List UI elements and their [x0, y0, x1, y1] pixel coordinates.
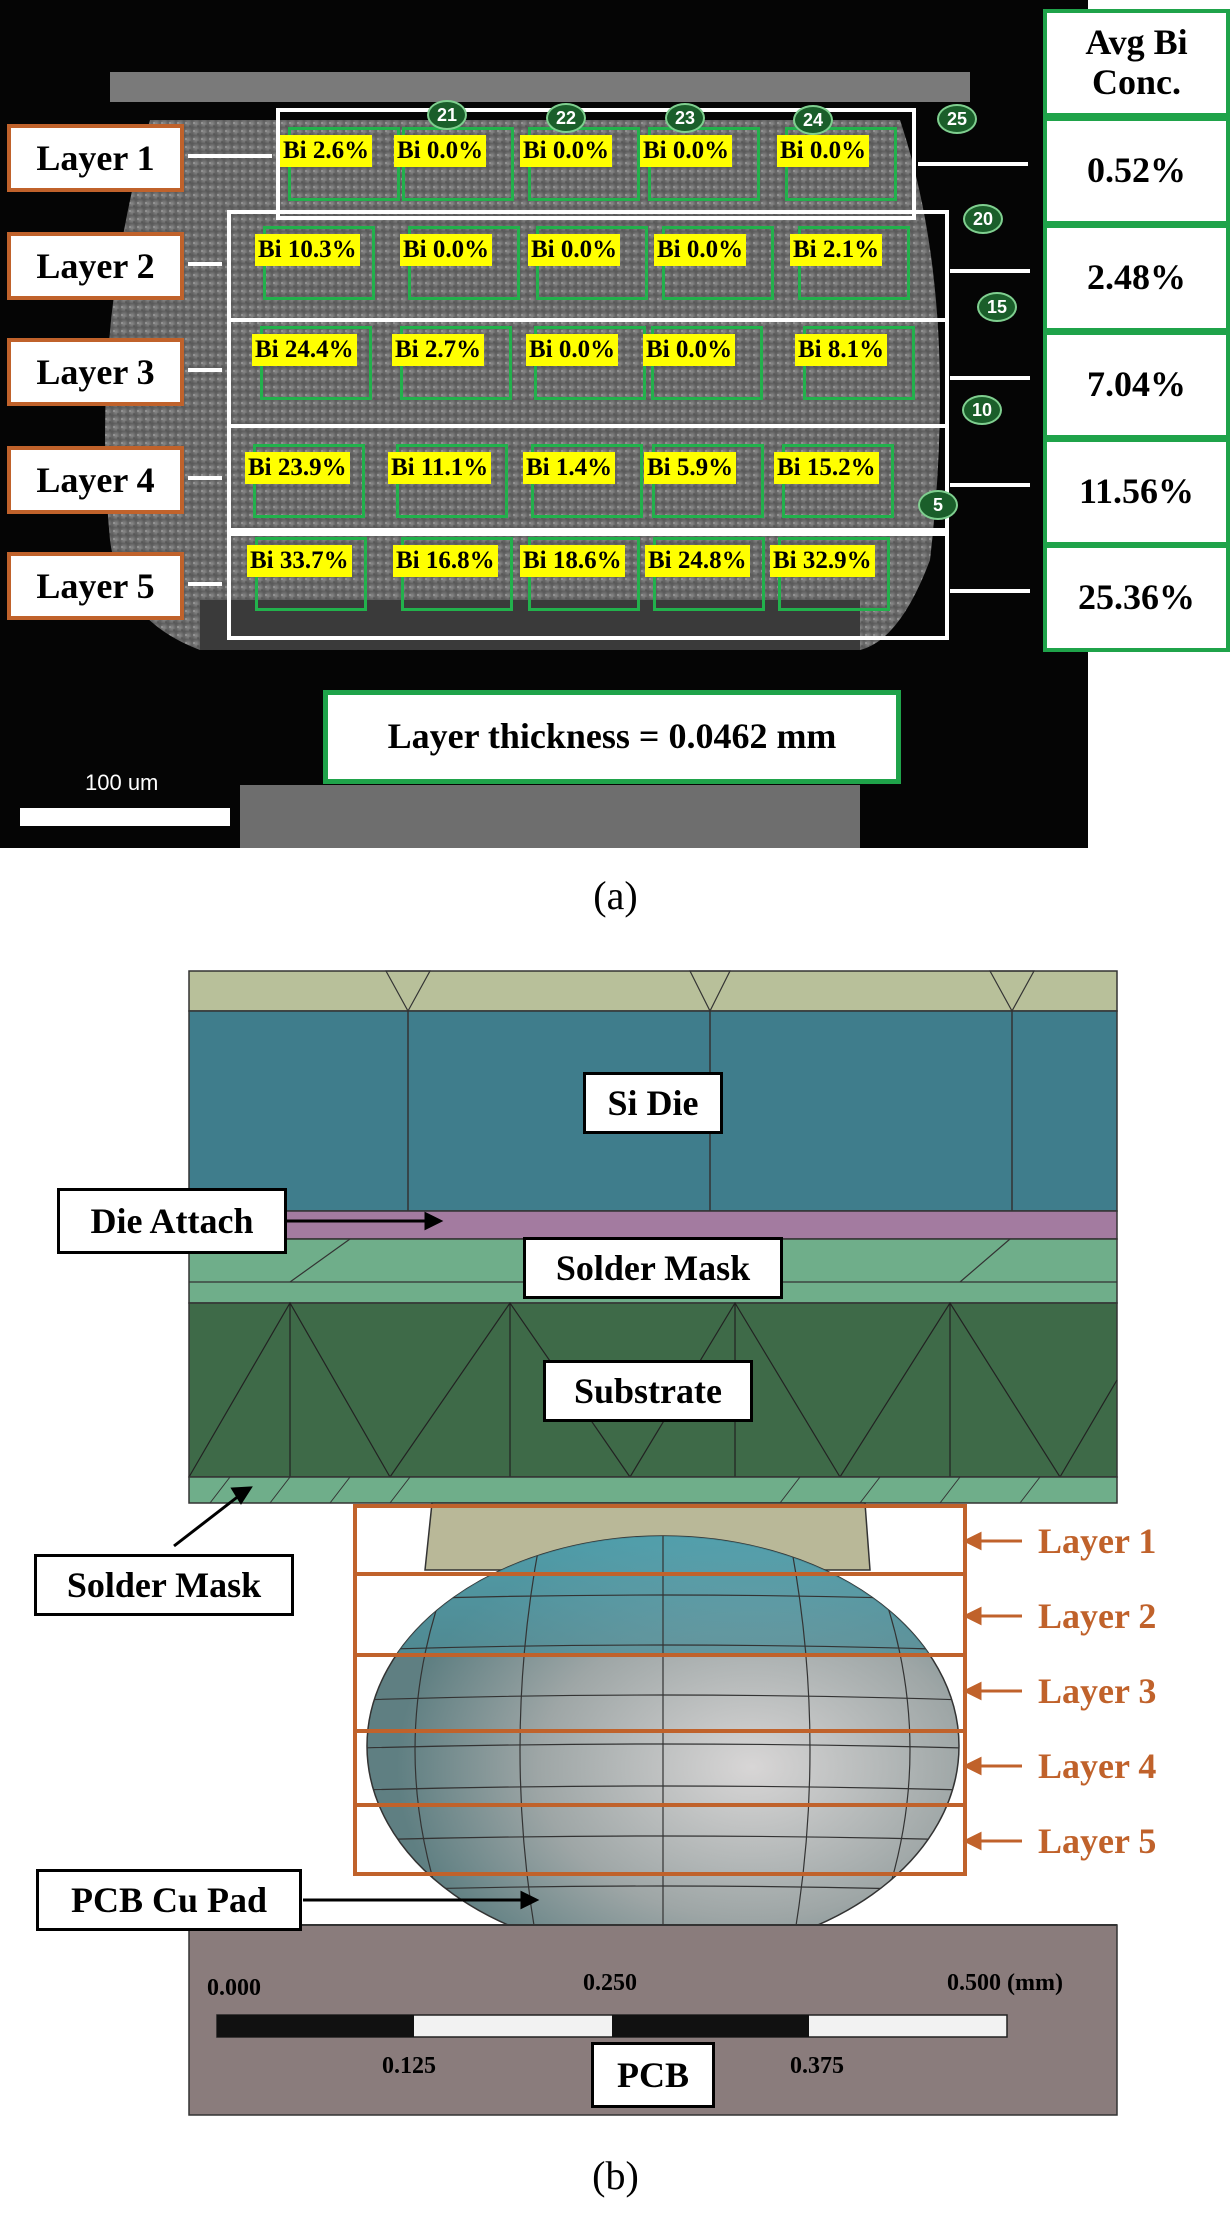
bi-concentration-label: Bi 18.6% — [520, 545, 625, 577]
fe-layer-label-2: Layer 2 — [1038, 1596, 1157, 1636]
label-solder-mask-top: Solder Mask — [523, 1237, 783, 1299]
caption-a: (a) — [593, 873, 638, 918]
fe-layer-arrowhead — [962, 1606, 982, 1626]
bi-concentration-label: Bi 33.7% — [247, 545, 352, 577]
bi-concentration-label: Bi 8.1% — [795, 334, 888, 366]
fe-layer-arrowhead — [962, 1681, 982, 1701]
bi-concentration-label: Bi 2.1% — [790, 234, 883, 266]
bi-concentration-label: Bi 2.6% — [280, 135, 373, 167]
grain-number-marker: 21 — [427, 100, 467, 130]
bi-concentration-label: Bi 10.3% — [255, 234, 360, 266]
layer-label-2: Layer 2 — [7, 232, 184, 300]
bi-concentration-label: Bi 0.0% — [528, 234, 621, 266]
bi-concentration-label: Bi 5.9% — [644, 452, 737, 484]
label-solder-mask-bottom: Solder Mask — [34, 1554, 294, 1616]
fe-layer-label-3: Layer 3 — [1038, 1671, 1157, 1711]
fe-layer-label-1: Layer 1 — [1038, 1521, 1157, 1561]
avg-bi-layer-2: 2.48% — [1043, 224, 1230, 332]
avg-bi-layer-3: 7.04% — [1043, 331, 1230, 439]
label-die-attach: Die Attach — [57, 1188, 287, 1254]
scale-tick-125: 0.125 — [382, 2053, 436, 2079]
layer-label-4: Layer 4 — [7, 446, 184, 514]
layer-label-3: Layer 3 — [7, 338, 184, 406]
avg-arrow-5 — [950, 589, 1030, 593]
grain-number-marker: 22 — [546, 103, 586, 133]
grain-number-marker: 25 — [937, 104, 977, 134]
grain-number-marker: 24 — [793, 105, 833, 135]
label-substrate: Substrate — [543, 1360, 753, 1422]
bi-concentration-label: Bi 0.0% — [654, 234, 747, 266]
grain-number-marker: 10 — [962, 395, 1002, 425]
bi-concentration-label: Bi 23.9% — [245, 452, 350, 484]
bi-concentration-label: Bi 0.0% — [777, 135, 870, 167]
fe-layer-arrowhead — [962, 1531, 982, 1551]
bi-concentration-label: Bi 0.0% — [643, 334, 736, 366]
layer-1-region — [276, 108, 916, 220]
bi-concentration-label: Bi 0.0% — [526, 334, 619, 366]
layer-arrow-2 — [188, 262, 222, 266]
avg-bi-layer-4: 11.56% — [1043, 438, 1230, 546]
scale-tick-500: 0.500 (mm) — [947, 1970, 1063, 1996]
avg-bi-header: Avg Bi Conc. — [1043, 9, 1230, 117]
fe-layer-label-4: Layer 4 — [1038, 1746, 1157, 1786]
label-si-die: Si Die — [583, 1072, 723, 1134]
grain-number-marker: 15 — [977, 292, 1017, 322]
layer-arrow-3 — [188, 368, 222, 372]
grain-number-marker: 23 — [665, 103, 705, 133]
bi-concentration-label: Bi 15.2% — [774, 452, 879, 484]
layer-label-5: Layer 5 — [7, 552, 184, 620]
grain-number-marker: 20 — [963, 204, 1003, 234]
label-pcb-cu-pad: PCB Cu Pad — [36, 1869, 302, 1931]
avg-arrow-1 — [918, 162, 1028, 166]
label-pcb: PCB — [591, 2042, 715, 2108]
avg-arrow-2 — [950, 269, 1030, 273]
fe-layer-arrowhead — [962, 1756, 982, 1776]
scale-tick-375: 0.375 — [790, 2053, 844, 2079]
bi-concentration-label: Bi 32.9% — [770, 545, 875, 577]
bi-concentration-label: Bi 24.4% — [252, 334, 357, 366]
scale-tick-250: 0.250 — [583, 1970, 637, 1996]
bi-concentration-label: Bi 24.8% — [645, 545, 750, 577]
bi-concentration-label: Bi 0.0% — [400, 234, 493, 266]
avg-bi-layer-1: 0.52% — [1043, 117, 1230, 225]
layer-label-1: Layer 1 — [7, 124, 184, 192]
bi-concentration-label: Bi 11.1% — [388, 452, 492, 484]
avg-arrow-4 — [950, 483, 1030, 487]
bi-concentration-label: Bi 16.8% — [393, 545, 498, 577]
bi-concentration-label: Bi 0.0% — [520, 135, 613, 167]
fe-layer-label-5: Layer 5 — [1038, 1821, 1157, 1861]
layer-arrow-5 — [188, 582, 222, 586]
panel-a-sem-image: 100 um Bi 2.6% Bi 0.0% Bi 0.0% Bi 0.0% Bi 0.… — [0, 0, 1231, 918]
fe-layer-arrowhead — [962, 1831, 982, 1851]
bi-concentration-label: Bi 1.4% — [523, 452, 616, 484]
bi-concentration-label: Bi 0.0% — [394, 135, 487, 167]
grain-number-marker: 5 — [918, 490, 958, 520]
avg-bi-layer-5: 25.36% — [1043, 544, 1230, 652]
caption-b: (b) — [592, 2153, 639, 2198]
layer-4-region — [227, 424, 949, 532]
scale-tick-0: 0.000 — [207, 1975, 261, 2001]
bi-concentration-label: Bi 0.0% — [640, 135, 733, 167]
layer-thickness-box: Layer thickness = 0.0462 mm — [323, 690, 901, 784]
layer-5-region — [227, 532, 949, 640]
scale-bar-label: 100 um — [85, 770, 159, 795]
bi-concentration-label: Bi 2.7% — [392, 334, 485, 366]
layer-arrow-1 — [188, 154, 272, 158]
avg-arrow-3 — [950, 376, 1030, 380]
layer-arrow-4 — [188, 476, 222, 480]
